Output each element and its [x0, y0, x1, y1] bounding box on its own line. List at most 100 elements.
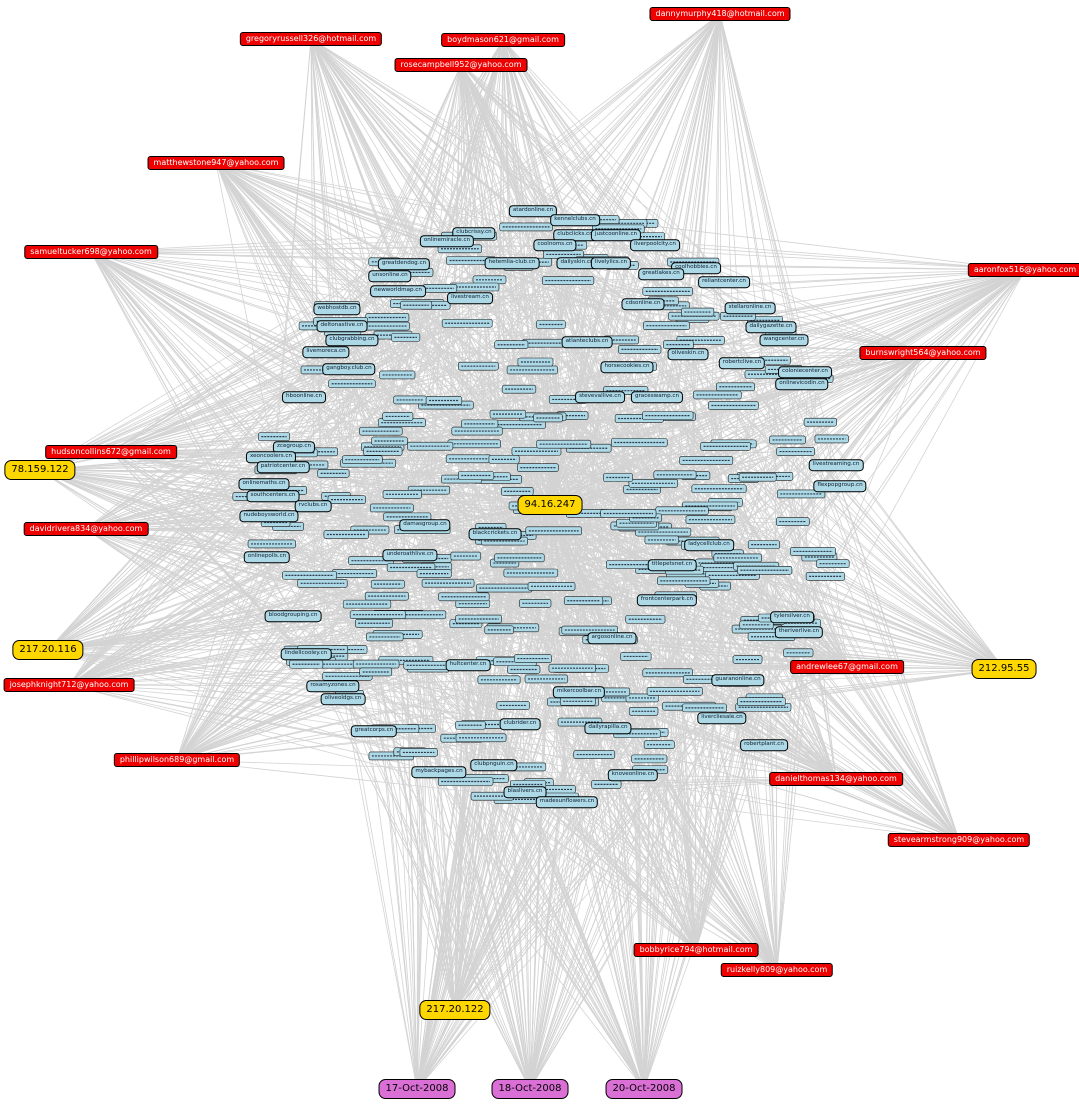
domain-node[interactable]: gangboy.club.cn — [322, 363, 376, 375]
domain-node[interactable]: damasgroup.cn — [399, 519, 451, 531]
graph-edge — [416, 545, 706, 1090]
domain-node[interactable]: horsecookies.cn — [600, 361, 654, 373]
domain-node[interactable]: rosamyzones.cn — [306, 680, 360, 692]
domain-node[interactable]: frontcenterpark.cn — [636, 594, 698, 606]
email-node[interactable]: rosecampbell952@yahoo.com — [394, 58, 528, 72]
domain-node[interactable]: southcenters.cn — [246, 490, 300, 502]
domain-node[interactable]: greatdendog.cn — [377, 258, 431, 270]
domain-node[interactable]: webhostdb.cn — [313, 303, 361, 315]
domain-node[interactable]: livelylics.cn — [590, 257, 632, 269]
email-node[interactable]: samueltucker698@yahoo.com — [24, 245, 158, 259]
email-node[interactable]: hudsoncollins672@gmail.com — [45, 445, 177, 459]
email-node[interactable]: stevearmstrong909@yahoo.com — [887, 833, 1031, 847]
domain-node[interactable]: wangcenter.cn — [759, 334, 809, 346]
domain-node[interactable]: onlinevicodin.cn — [775, 378, 829, 390]
domain-node[interactable]: greatlakes.cn — [638, 268, 684, 280]
domain-node[interactable]: liverpoolcity.cn — [630, 239, 680, 251]
email-node[interactable]: bobbyrice794@hotmail.com — [633, 943, 759, 957]
domain-node[interactable]: unsonline.cn — [368, 270, 412, 282]
domain-node[interactable]: cdsonline.cn — [621, 298, 665, 310]
email-node[interactable]: matthewstone947@yahoo.com — [147, 156, 285, 170]
domain-node[interactable]: reliantcenter.cn — [698, 276, 750, 288]
domain-node[interactable]: theriverlive.cn — [774, 626, 824, 638]
domain-node[interactable]: onlinepolls.cn — [243, 551, 291, 563]
date-node[interactable]: 17-Oct-2008 — [378, 1079, 456, 1099]
email-node[interactable]: ruizkelly809@yahoo.com — [720, 963, 834, 977]
domain-node[interactable]: hboonline.cn — [282, 391, 326, 403]
domain-node[interactable]: argosonline.cn — [587, 632, 637, 644]
domain-node[interactable]: tylersilver.cn — [770, 611, 814, 623]
domain-node[interactable]: underoathlive.cn — [382, 549, 438, 561]
ip-node[interactable]: 217.20.122 — [419, 1000, 491, 1020]
domain-node-box — [450, 551, 482, 561]
domain-node[interactable]: onlinemaths.cn — [238, 478, 290, 490]
domain-node[interactable]: blaslivers.cn — [503, 786, 547, 798]
domain-node[interactable]: newworldmap.cn — [370, 285, 426, 297]
domain-node[interactable]: patriotcenter.cn — [256, 461, 310, 473]
email-node[interactable]: phillipwilson689@gmail.com — [113, 753, 241, 767]
ip-node[interactable]: 94.16.247 — [517, 495, 583, 515]
domain-node[interactable]: guaranonline.cn — [711, 674, 765, 686]
domain-node-box — [737, 697, 786, 706]
domain-node[interactable]: atlanteclubs.cn — [561, 336, 613, 348]
domain-node[interactable]: clubcrissy.cn — [452, 227, 496, 239]
ip-node[interactable]: 78.159.122 — [4, 460, 76, 480]
domain-node[interactable]: titlepetsnet.cn — [647, 559, 697, 571]
domain-node[interactable]: coolhobbies.cn — [671, 262, 721, 274]
domain-node[interactable]: dailyrapilla.cn — [584, 722, 632, 734]
domain-node[interactable]: justcoonline.cn — [590, 229, 642, 241]
email-node[interactable]: aaronfox516@yahoo.com — [967, 263, 1079, 277]
domain-node[interactable]: clubpnguin.cn — [470, 759, 518, 771]
domain-node[interactable]: onlinemiracle.cn — [419, 235, 475, 247]
domain-node[interactable]: coolnoms.cn — [533, 239, 577, 251]
email-node[interactable]: danielthomas134@yahoo.com — [769, 772, 903, 786]
domain-node[interactable]: oliveskin.cn — [667, 348, 709, 360]
domain-node[interactable]: bloodgrouping.cn — [264, 610, 322, 622]
domain-node[interactable]: stellaronline.cn — [724, 302, 776, 314]
domain-node[interactable]: oliveoldgs.cn — [320, 693, 366, 705]
domain-node[interactable]: knoveonline.cn — [607, 769, 659, 781]
domain-node[interactable]: graceswamp.cn — [630, 391, 684, 403]
email-node[interactable]: josephknight712@yahoo.com — [3, 678, 135, 692]
email-node[interactable]: dannymurphy418@hotmail.com — [649, 7, 791, 21]
domain-node[interactable]: lindellcooley.cn — [280, 648, 332, 660]
domain-node[interactable]: greatcorps.cn — [350, 725, 398, 737]
date-node[interactable]: 20-Oct-2008 — [605, 1079, 683, 1099]
email-node[interactable]: burnswright564@yahoo.com — [859, 346, 987, 360]
email-node[interactable]: andrewlee67@gmail.com — [790, 660, 904, 674]
domain-node[interactable]: livemoreca.cn — [302, 346, 350, 358]
domain-node[interactable]: ladycellclub.cn — [684, 539, 734, 551]
domain-node[interactable]: mybackpages.cn — [411, 766, 467, 778]
graph-edge — [454, 569, 467, 1011]
domain-node[interactable]: hetemlia-club.cn — [484, 257, 540, 269]
date-node[interactable]: 18-Oct-2008 — [491, 1079, 569, 1099]
domain-node[interactable]: hultcenter.cn — [445, 659, 491, 671]
email-node[interactable]: boydmason621@gmail.com — [441, 33, 565, 47]
domain-node[interactable]: coloniecenter.cn — [778, 366, 832, 378]
domain-node[interactable]: flexpopgroup.cn — [813, 480, 867, 492]
domain-node[interactable]: dailygazette.cn — [745, 321, 797, 333]
graph-edge — [416, 344, 679, 1090]
domain-node[interactable]: clubrider.cn — [499, 718, 541, 730]
domain-node[interactable]: kennelclubs.cn — [550, 214, 600, 226]
domain-node[interactable]: livercliesale.cn — [697, 712, 747, 724]
domain-node[interactable]: nudeboysworld.cn — [239, 510, 299, 522]
domain-node[interactable]: robertclive.cn — [718, 357, 766, 369]
domain-node[interactable]: clubgrabbing.cn — [325, 334, 379, 346]
domain-node[interactable]: livestreaming.cn — [808, 459, 864, 471]
ip-node[interactable]: 217.20.116 — [12, 640, 84, 660]
domain-node[interactable]: rvclubs.cn — [294, 500, 332, 512]
domain-node[interactable]: stevevallive.cn — [575, 391, 625, 403]
domain-node[interactable]: livestream.cn — [447, 292, 493, 304]
domain-node[interactable]: robertplant.cn — [740, 739, 788, 751]
email-node[interactable]: davidrivera834@yahoo.com — [23, 522, 149, 536]
ip-node[interactable]: 212.95.55 — [971, 659, 1037, 679]
graph-edge — [348, 368, 1005, 670]
domain-node[interactable]: madesunflowers.cn — [535, 796, 599, 808]
email-node[interactable]: gregoryrussell326@hotmail.com — [239, 32, 383, 46]
graph-edge — [655, 759, 778, 971]
domain-node[interactable]: mikercoolbar.cn — [552, 686, 606, 698]
domain-node[interactable]: deltonastive.cn — [316, 320, 368, 332]
domain-node[interactable]: atardonline.cn — [508, 205, 558, 217]
domain-node[interactable]: blackcrickets.cn — [468, 528, 522, 540]
